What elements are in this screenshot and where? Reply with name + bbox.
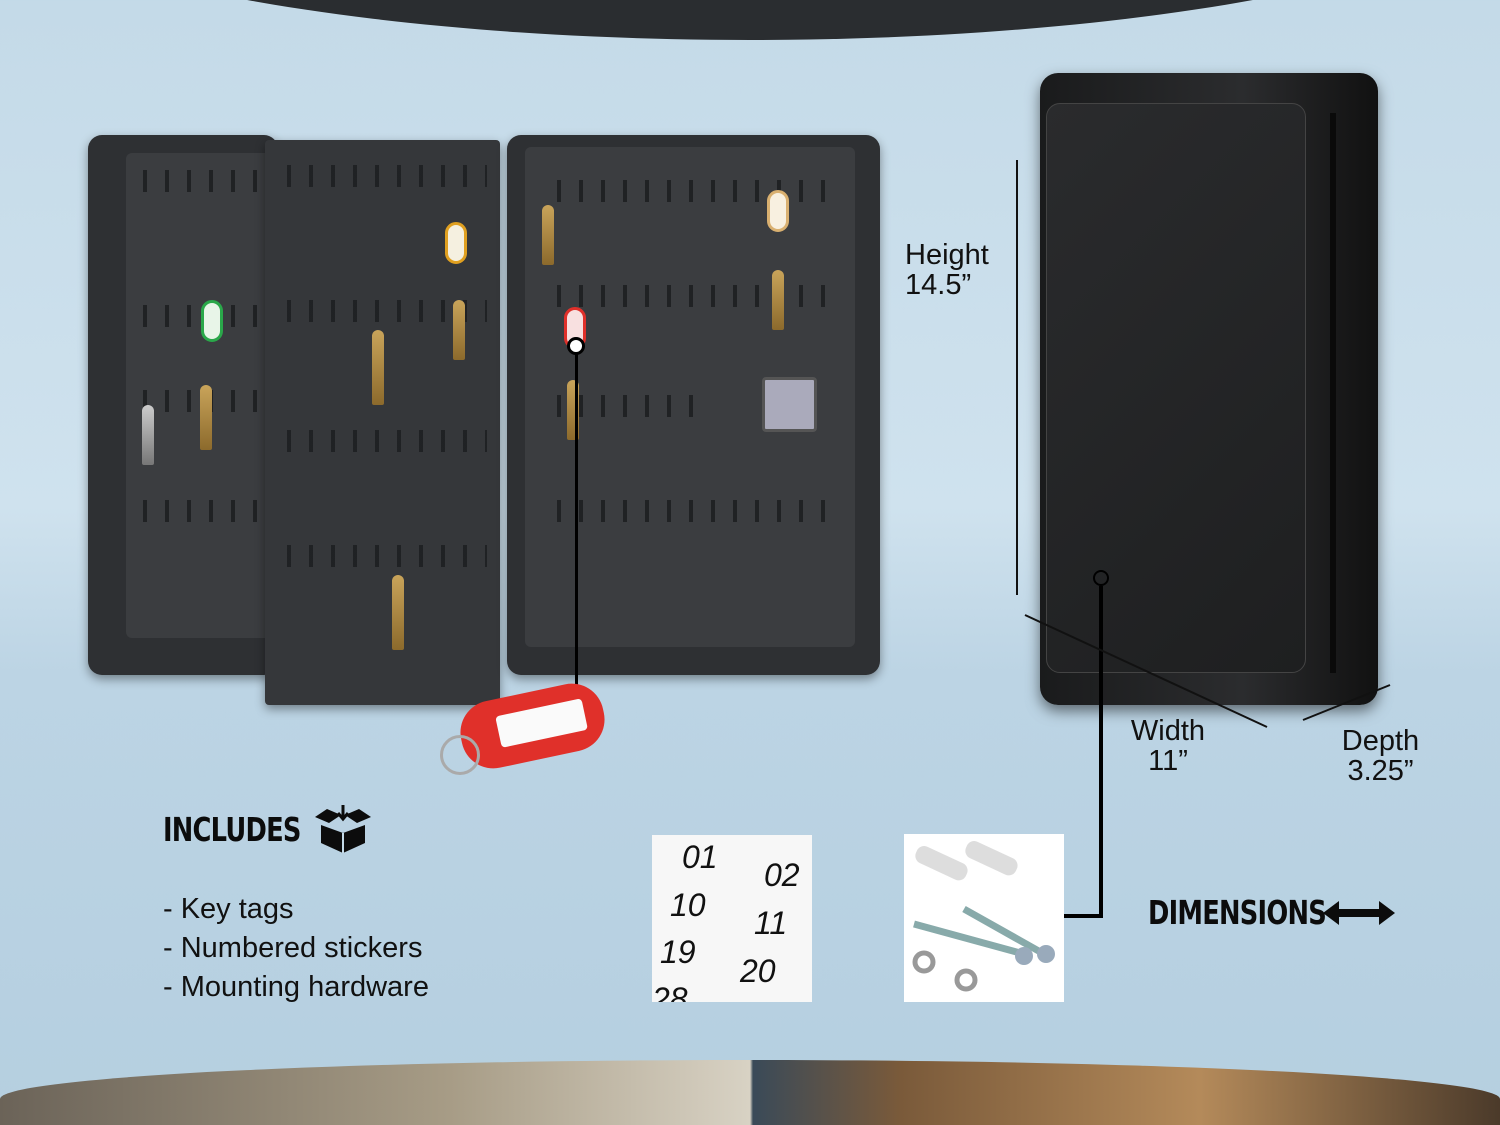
yellow-key-tag: [445, 222, 467, 264]
callout-dot: [567, 337, 585, 355]
height-value: 14.5”: [905, 269, 972, 301]
numbered-stickers-photo: 01 02 10 11 19 20 28: [652, 835, 812, 1002]
key: [372, 330, 384, 405]
key: [200, 385, 212, 450]
callout-line: [575, 345, 578, 690]
depth-value: 3.25”: [1347, 755, 1414, 787]
tan-key-tag: [767, 190, 789, 232]
depth-line: [1302, 684, 1391, 721]
key: [453, 300, 465, 360]
key: [772, 270, 784, 330]
width-label: Width: [1130, 715, 1206, 747]
mounting-hardware-photo: [904, 834, 1064, 1002]
sticker-number: 10: [670, 887, 706, 923]
sticker-number: 28: [652, 981, 688, 1002]
sticker-number: 11: [754, 905, 788, 941]
cabinet-door: [507, 135, 880, 675]
key-ring: [440, 735, 480, 775]
list-item: - Mounting hardware: [163, 971, 429, 1003]
width-value: 11”: [1148, 745, 1188, 777]
mount-hole-callout: [1093, 570, 1109, 586]
list-item: - Numbered stickers: [163, 932, 423, 964]
dimensions-heading-group: DIMENSIONS: [1148, 893, 1395, 932]
includes-heading: INCLUDES: [163, 809, 301, 849]
sticker-number: 01: [682, 839, 718, 875]
includes-heading-group: INCLUDES: [163, 803, 373, 855]
green-key-tag: [201, 300, 223, 342]
middle-key-panel: [265, 140, 500, 705]
callout-line: [1064, 914, 1103, 918]
depth-label: Depth: [1341, 725, 1420, 757]
sticker-number: 02: [764, 857, 800, 893]
list-item: - Key tags: [163, 893, 294, 925]
width-line: [1024, 614, 1268, 728]
height-annotation: Height 14.5”: [905, 240, 989, 300]
key: [142, 405, 154, 465]
closed-key-cabinet: [1040, 73, 1378, 705]
callout-line: [1099, 586, 1103, 918]
depth-annotation: Depth 3.25”: [1328, 726, 1433, 786]
double-arrow-icon: [1323, 900, 1395, 925]
key: [542, 205, 554, 265]
open-box-icon: [315, 805, 371, 853]
lock-latch: [762, 377, 817, 432]
cabinet-body: [88, 135, 278, 675]
key: [392, 575, 404, 650]
dimensions-heading: DIMENSIONS: [1148, 893, 1327, 932]
includes-list: - Key tags - Numbered stickers - Mountin…: [163, 890, 429, 1007]
sticker-number: 19: [660, 934, 696, 970]
width-annotation: Width 11”: [1118, 716, 1218, 776]
sticker-number: 20: [740, 953, 776, 989]
bottom-photo-strip: [0, 1060, 1500, 1125]
height-label: Height: [905, 239, 989, 271]
